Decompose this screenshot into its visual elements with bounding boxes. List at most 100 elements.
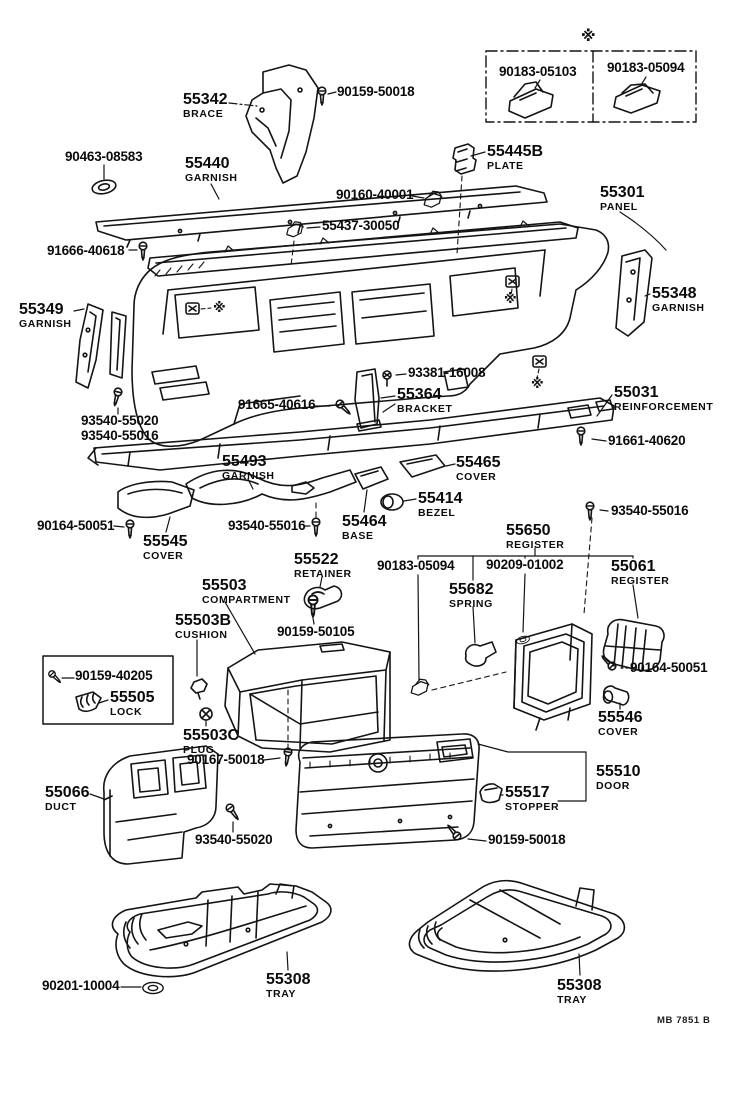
grommet-90201-10004 bbox=[142, 981, 164, 995]
part-number: 55364 bbox=[397, 386, 442, 403]
part-name: GARNISH bbox=[185, 172, 238, 185]
part-number: 55545 bbox=[143, 533, 188, 550]
part-number: 90164-50051 bbox=[630, 660, 708, 675]
part-name: LOCK bbox=[110, 706, 143, 719]
clip-90183-05103-shape bbox=[508, 81, 554, 119]
part-number: 91666-40618 bbox=[47, 243, 125, 258]
part-name: GARNISH bbox=[222, 470, 275, 483]
part-number: 55505 bbox=[110, 689, 155, 706]
label-93540-55020-lower: 93540-55020 bbox=[195, 832, 273, 848]
part-name: SPRING bbox=[449, 598, 493, 611]
cover-55545-shape bbox=[117, 480, 195, 519]
part-number: 55517 bbox=[505, 784, 550, 801]
part-name: PLUG bbox=[183, 744, 215, 757]
label-90201-10004: 90201-10004 bbox=[42, 978, 120, 994]
rivet-93381-16008 bbox=[382, 370, 392, 387]
screw-90159-50018-lower bbox=[444, 822, 464, 843]
register-housing-55650-shape bbox=[513, 623, 593, 731]
label-93381-16008: 93381-16008 bbox=[408, 365, 486, 381]
part-number: 90209-01002 bbox=[486, 557, 564, 572]
drawing-code: MB 7851 B bbox=[657, 1015, 711, 1026]
part-number: 55510 bbox=[596, 763, 641, 780]
cushion-55503B-shape bbox=[190, 678, 208, 700]
screw-93540-55016-mid bbox=[311, 517, 321, 537]
part-number: 90159-50018 bbox=[337, 84, 415, 99]
label-91665-40616: 91665-40616 bbox=[238, 397, 316, 413]
part-name: GARNISH bbox=[19, 318, 72, 331]
screw-93540-55016-right bbox=[585, 501, 595, 521]
screw-90159-50018 bbox=[317, 86, 327, 106]
part-number: 55464 bbox=[342, 513, 387, 530]
part-number: 90463-08583 bbox=[65, 149, 143, 164]
part-number: 55308 bbox=[557, 977, 602, 994]
part-number: 55650 bbox=[506, 522, 551, 539]
panel-clip-ref-3 bbox=[532, 355, 547, 368]
screw-90164-50051-left bbox=[125, 519, 135, 539]
part-number: 55308 bbox=[266, 971, 311, 988]
part-number: 55465 bbox=[456, 454, 501, 471]
part-number: 91661-40620 bbox=[608, 433, 686, 448]
reference-mark-panel-1: ※ bbox=[213, 301, 226, 316]
part-number: 90183-05103 bbox=[499, 64, 577, 79]
screw-91666-40618 bbox=[138, 241, 148, 261]
part-number: 55031 bbox=[614, 384, 659, 401]
tray-55308-right-shape bbox=[408, 879, 626, 972]
panel-55301-shape bbox=[131, 223, 610, 448]
door-55510-shape bbox=[295, 733, 480, 849]
clip-90183-05094-shape bbox=[613, 83, 661, 114]
part-number: 93540-55020 bbox=[195, 832, 273, 847]
cover-55546-shape bbox=[602, 685, 630, 706]
plate-55445B-shape bbox=[452, 143, 477, 175]
part-number: 55414 bbox=[418, 490, 463, 507]
label-90164-50051-left: 90164-50051 bbox=[37, 518, 115, 534]
part-number: 90159-40205 bbox=[75, 668, 153, 683]
part-number: 93540-55020 bbox=[81, 413, 159, 428]
part-name: GARNISH bbox=[652, 302, 705, 315]
screw-91661-40620 bbox=[576, 426, 586, 446]
part-number: 91665-40616 bbox=[238, 397, 316, 412]
label-90159-50018-top: 90159-50018 bbox=[337, 84, 415, 100]
part-number: 93381-16008 bbox=[408, 365, 486, 380]
part-name: REGISTER bbox=[611, 575, 670, 588]
part-number: 90183-05094 bbox=[607, 60, 685, 75]
label-90164-50051-right: 90164-50051 bbox=[630, 660, 708, 676]
part-name: TRAY bbox=[266, 988, 297, 1001]
reference-mark-panel-2: ※ bbox=[504, 292, 517, 307]
label-91661-40620: 91661-40620 bbox=[608, 433, 686, 449]
part-number: 90159-50105 bbox=[277, 624, 355, 639]
plug-55503C-shape bbox=[199, 707, 213, 721]
bezel-55414-shape bbox=[380, 493, 404, 511]
reference-mark-panel-3: ※ bbox=[531, 377, 544, 392]
label-90183-05094-box: 90183-05094 bbox=[607, 60, 685, 76]
cover-55465-shape bbox=[399, 454, 446, 478]
part-name: DOOR bbox=[596, 780, 630, 793]
label-90463-08583: 90463-08583 bbox=[65, 149, 143, 165]
spring-55682-shape bbox=[464, 641, 497, 667]
part-number: 90164-50051 bbox=[37, 518, 115, 533]
part-name: TRAY bbox=[557, 994, 588, 1007]
part-number: 90201-10004 bbox=[42, 978, 120, 993]
garnish-55440-shape bbox=[95, 185, 548, 248]
screw-90159-50105 bbox=[307, 594, 319, 618]
label-90159-40205: 90159-40205 bbox=[75, 668, 153, 684]
label-93540-55016-right: 93540-55016 bbox=[611, 503, 689, 519]
panel-clip-ref-2 bbox=[505, 275, 520, 288]
part-number: 90159-50018 bbox=[488, 832, 566, 847]
part-number: 55682 bbox=[449, 581, 494, 598]
